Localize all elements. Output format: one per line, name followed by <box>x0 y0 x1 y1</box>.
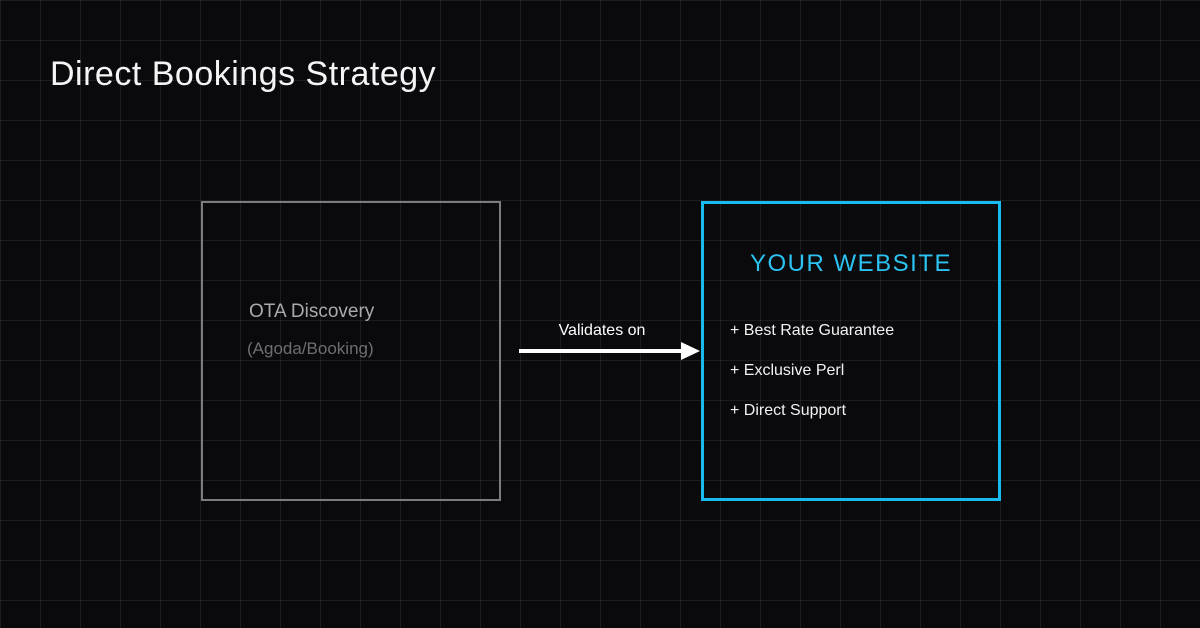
arrow-label: Validates on <box>558 322 646 339</box>
website-box-title: YOUR WEBSITE <box>749 250 953 277</box>
list-item: + Direct Support <box>730 402 847 419</box>
ota-box-title: OTA Discovery <box>249 301 375 322</box>
your-website-box: YOUR WEBSITE + Best Rate Guarantee + Exc… <box>701 201 1001 501</box>
page-title: Direct Bookings Strategy <box>50 55 437 93</box>
arrow-line <box>519 349 682 353</box>
list-item: + Best Rate Guarantee <box>730 322 895 339</box>
website-benefits-list: + Best Rate Guarantee + Exclusive Perl +… <box>730 322 894 442</box>
list-item: + Exclusive Perl <box>730 362 845 379</box>
arrow-head-icon <box>681 342 700 360</box>
ota-box-subtitle: (Agoda/Booking) <box>247 339 374 358</box>
ota-discovery-box: OTA Discovery (Agoda/Booking) <box>201 201 501 501</box>
